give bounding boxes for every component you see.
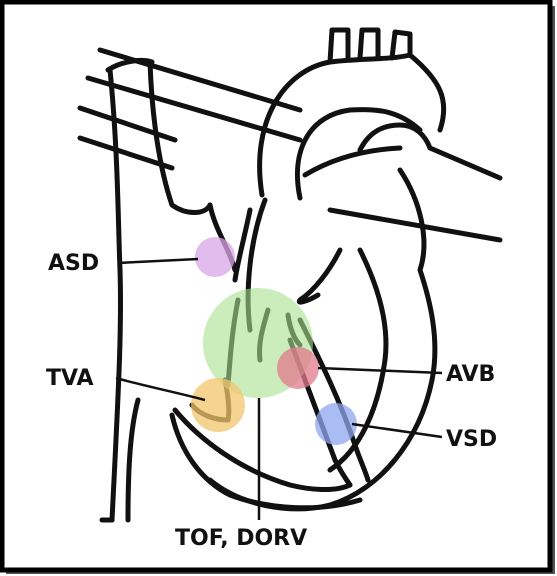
asd-label: ASD bbox=[48, 251, 99, 276]
tva-label: TVA bbox=[46, 366, 94, 391]
tof-dorv-label: TOF, DORV bbox=[175, 526, 307, 551]
asd-highlight bbox=[195, 237, 235, 277]
tva-highlight bbox=[191, 378, 245, 432]
vsd-label: VSD bbox=[446, 427, 497, 452]
avb-highlight bbox=[277, 347, 319, 389]
avb-label: AVB bbox=[446, 362, 495, 387]
frame-border bbox=[2, 2, 550, 570]
vsd-highlight bbox=[315, 403, 357, 445]
